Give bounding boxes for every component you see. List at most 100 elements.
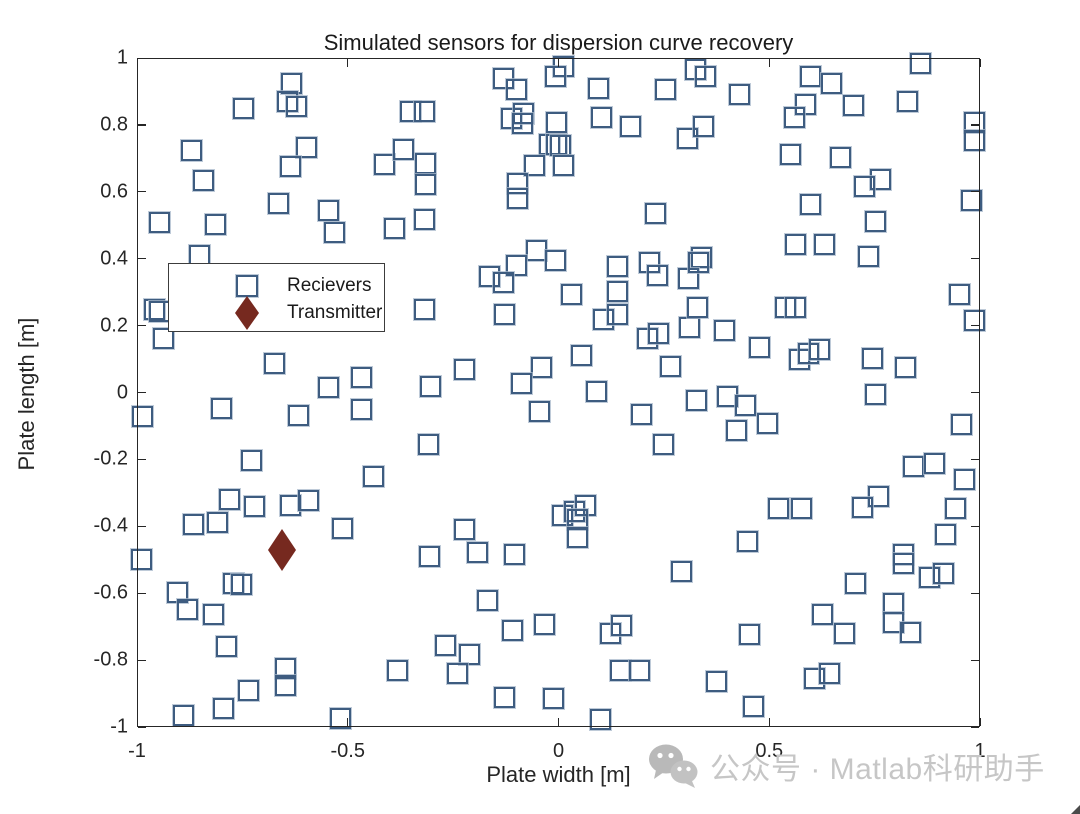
receiver-marker — [951, 414, 973, 436]
receiver-marker — [232, 97, 254, 119]
receiver-marker — [961, 190, 983, 212]
axis-tick — [971, 392, 979, 394]
cursor-artifact — [1071, 805, 1080, 814]
receiver-marker — [330, 707, 352, 729]
receiver-marker — [552, 505, 574, 527]
receiver-marker — [318, 200, 340, 222]
axis-tick — [979, 718, 981, 726]
receiver-marker — [748, 336, 770, 358]
receiver-marker — [607, 304, 629, 326]
receiver-marker — [550, 135, 572, 157]
receiver-marker — [659, 355, 681, 377]
receiver-marker — [861, 348, 883, 370]
receiver-marker — [894, 356, 916, 378]
receiver-marker — [263, 352, 285, 374]
y-tick-label: 0.6 — [100, 180, 128, 203]
receiver-marker — [231, 574, 253, 596]
receiver-marker — [706, 671, 728, 692]
receiver-marker — [795, 94, 817, 116]
receiver-marker — [512, 112, 534, 134]
plot-area: Recievers Transmitter — [130, 52, 986, 731]
receiver-marker — [204, 214, 226, 236]
receiver-marker — [780, 143, 802, 165]
legend: Recievers Transmitter — [168, 263, 385, 332]
receiver-marker — [476, 590, 498, 612]
receiver-marker — [784, 297, 806, 319]
receiver-marker — [435, 635, 457, 657]
receiver-marker — [738, 623, 760, 645]
receiver-marker — [502, 620, 524, 642]
receiver-marker — [948, 284, 970, 306]
receiver-marker — [419, 545, 441, 567]
receiver-marker — [639, 251, 661, 273]
axis-tick — [347, 718, 349, 726]
receiver-marker — [274, 674, 296, 696]
axis-tick — [136, 59, 138, 67]
receiver-marker — [852, 497, 874, 519]
receiver-marker — [821, 72, 843, 94]
receiver-marker — [210, 397, 232, 419]
axis-tick — [971, 458, 979, 461]
axis-tick — [138, 325, 146, 327]
legend-row-receivers: Recievers — [169, 271, 384, 301]
y-axis-label: Plate length [m] — [14, 317, 39, 471]
receiver-marker — [153, 328, 175, 350]
axis-tick — [347, 59, 349, 67]
receiver-marker — [507, 187, 529, 209]
receiver-marker — [149, 211, 171, 233]
axis-tick — [138, 258, 146, 260]
receiver-marker — [692, 115, 714, 137]
legend-transmitter-marker-icon — [235, 296, 259, 330]
axis-tick — [136, 718, 138, 726]
receiver-marker — [546, 111, 568, 133]
receiver-marker — [173, 705, 195, 727]
receiver-marker — [845, 573, 867, 595]
receiver-marker — [529, 401, 551, 423]
y-tick-label: 0.8 — [100, 113, 128, 136]
axis-tick — [558, 59, 560, 67]
receiver-marker — [467, 541, 489, 563]
receiver-marker — [833, 622, 855, 644]
receiver-marker — [130, 549, 152, 571]
receiver-marker — [671, 560, 693, 582]
receiver-marker — [606, 256, 628, 278]
receiver-marker — [350, 398, 372, 420]
receiver-marker — [784, 233, 806, 255]
receiver-marker — [505, 78, 527, 100]
receiver-marker — [446, 662, 468, 684]
legend-row-transmitter: Transmitter — [169, 296, 384, 330]
receiver-marker — [545, 249, 567, 271]
receiver-marker — [459, 643, 481, 665]
axis-tick — [971, 726, 979, 728]
receiver-marker — [803, 667, 825, 689]
receiver-marker — [963, 130, 985, 152]
receiver-marker — [545, 65, 567, 87]
receiver-marker — [829, 146, 851, 168]
receiver-marker — [869, 169, 891, 191]
y-tick-label: -0.2 — [93, 447, 128, 470]
axis-tick — [971, 592, 979, 594]
receiver-marker — [903, 456, 925, 478]
receiver-marker — [896, 90, 918, 112]
transmitter-marker — [267, 529, 296, 572]
receiver-marker — [797, 342, 819, 364]
receiver-marker — [590, 106, 612, 128]
receiver-marker — [694, 65, 716, 87]
axis-tick — [971, 124, 979, 126]
receiver-marker — [393, 139, 415, 161]
receiver-marker — [530, 356, 552, 378]
receiver-marker — [954, 469, 976, 491]
receiver-marker — [599, 622, 621, 644]
receiver-marker — [729, 83, 751, 105]
receiver-marker — [714, 320, 736, 342]
receiver-marker — [783, 107, 805, 129]
receiver-marker — [630, 404, 652, 426]
axis-tick — [971, 57, 979, 59]
receiver-marker — [857, 246, 879, 268]
axis-tick — [971, 325, 979, 327]
receiver-marker — [644, 202, 666, 224]
x-tick-label: -1 — [128, 740, 146, 762]
receiver-marker — [414, 209, 436, 231]
receiver-marker — [893, 552, 915, 574]
receiver-marker — [324, 221, 346, 243]
